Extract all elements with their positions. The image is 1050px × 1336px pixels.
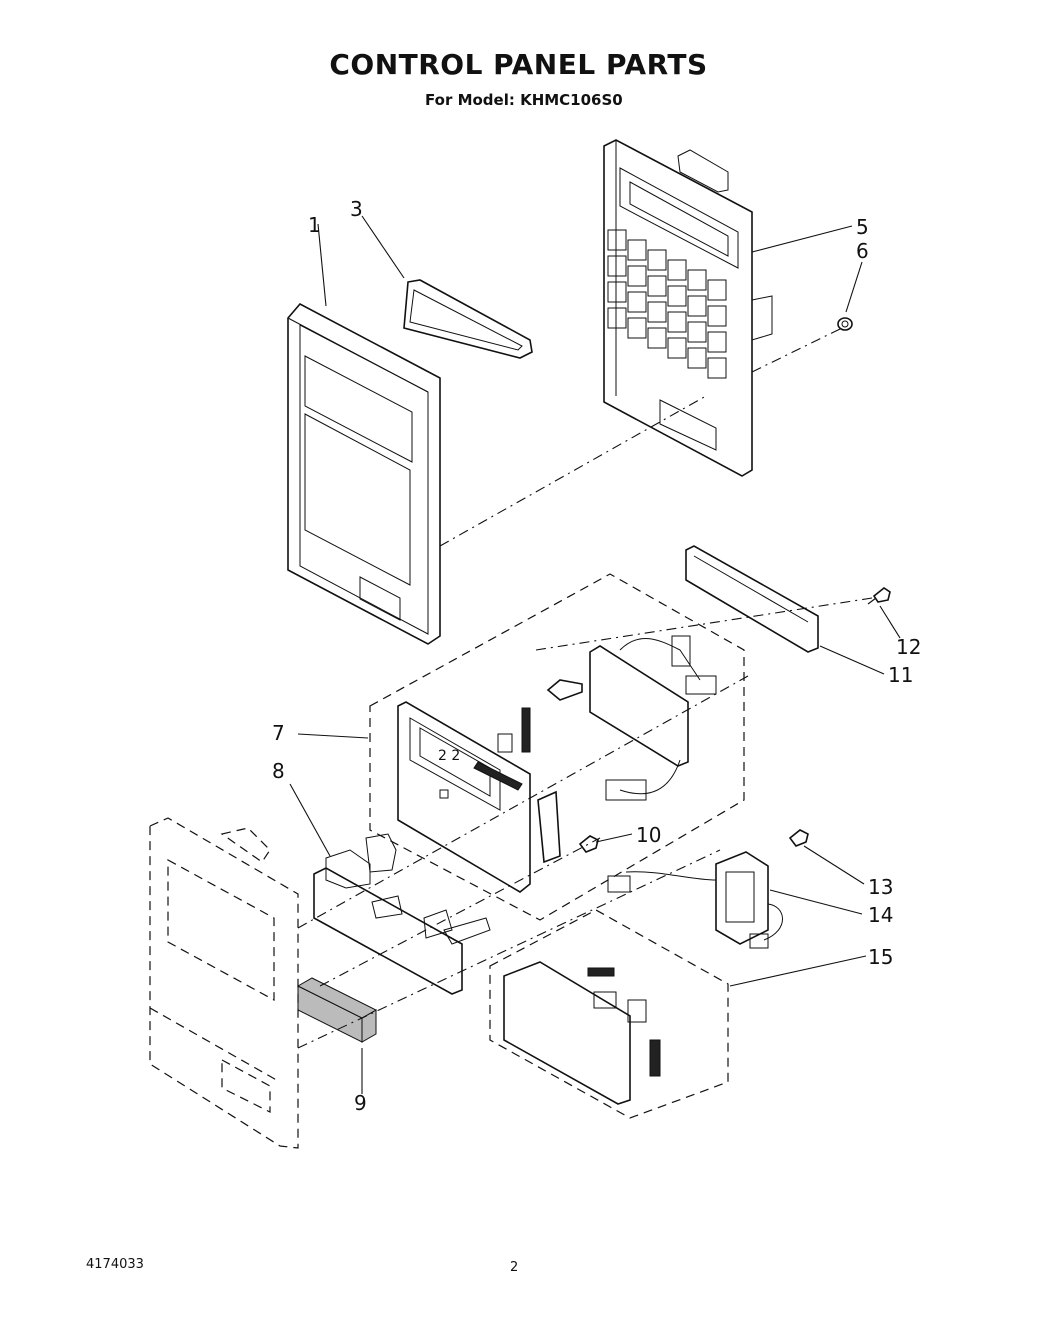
part-9-foam-pad (296, 977, 378, 1043)
part-1-control-panel-frame (287, 302, 441, 645)
leader-lines (289, 215, 901, 1094)
part-5-mounting-plate (603, 139, 773, 477)
part-15-relay-board-group (489, 909, 729, 1119)
document-number: 4174033 (86, 1257, 144, 1272)
page-number: 2 (510, 1260, 519, 1275)
part-11-window-strip (685, 545, 819, 653)
part-14-transformer (607, 851, 783, 949)
part-13-screw (788, 829, 809, 847)
callout-6: 6 (856, 239, 869, 263)
part-10-screw (578, 835, 599, 853)
part-8-bracket (313, 833, 491, 995)
svg-text:2 2: 2 2 (438, 748, 460, 764)
callout-1: 1 (308, 213, 321, 237)
page-title: CONTROL PANEL PARTS (329, 48, 708, 81)
callout-15: 15 (868, 945, 893, 969)
callout-14: 14 (868, 903, 893, 927)
cabinet-outline-reference (149, 817, 299, 1149)
part-12-screw (867, 587, 891, 605)
assembly-lines (297, 327, 873, 1049)
callout-11: 11 (888, 663, 913, 687)
callout-8: 8 (272, 759, 285, 783)
part-6-push-nut (837, 317, 853, 331)
callout-5: 5 (856, 215, 869, 239)
callout-7: 7 (272, 721, 285, 745)
part-3-window-gasket (403, 279, 533, 359)
callout-13: 13 (868, 875, 893, 899)
callout-10: 10 (636, 823, 661, 847)
callout-12: 12 (896, 635, 921, 659)
model-subtitle: For Model: KHMC106S0 (425, 91, 623, 109)
callout-9: 9 (354, 1091, 367, 1115)
callout-3: 3 (350, 197, 363, 221)
part-7-electronic-control-group: 2 2 (369, 573, 745, 921)
